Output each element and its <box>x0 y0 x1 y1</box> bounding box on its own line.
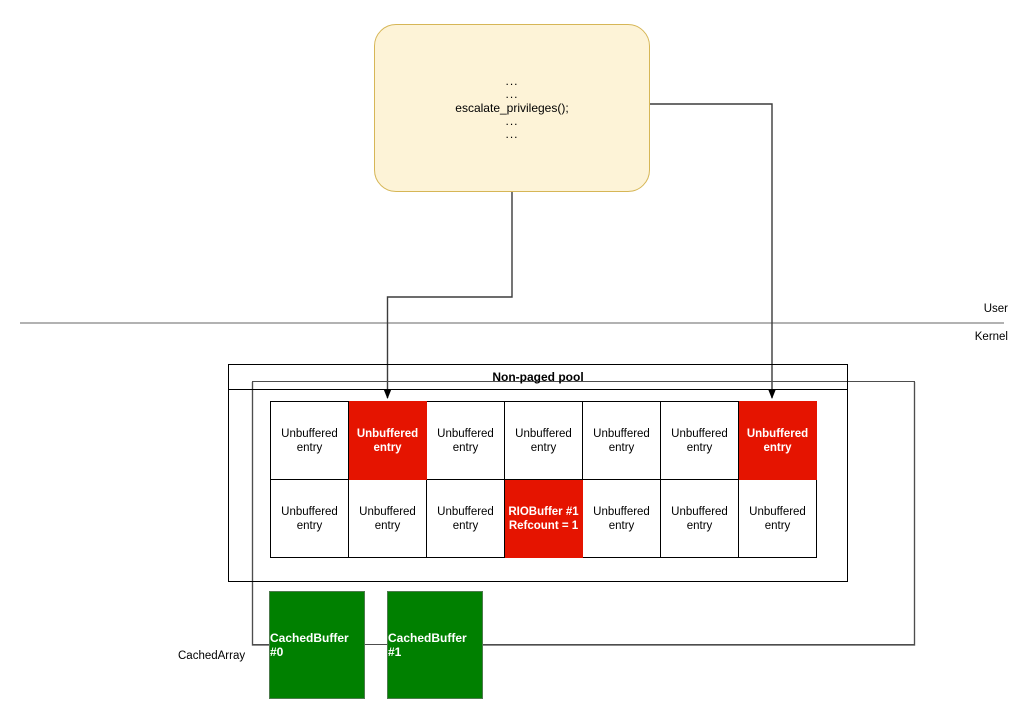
user-code-box: ... ... escalate_privileges(); ... ... <box>374 24 650 192</box>
kernel-mode-label: Kernel <box>974 331 1008 343</box>
cached-array-frame <box>252 381 915 645</box>
code-line-2: ... <box>505 87 519 101</box>
code-line-5: ... <box>505 127 519 141</box>
code-line-escalate-privileges: escalate_privileges(); <box>455 101 569 115</box>
cached-array-label: CachedArray <box>178 650 246 662</box>
non-paged-pool-title: Non-paged pool <box>228 364 848 390</box>
code-line-4: ... <box>505 114 519 128</box>
connector-escalate-to-entry-right <box>650 103 776 399</box>
code-line-1: ... <box>505 74 519 88</box>
non-paged-pool-frame <box>228 364 848 582</box>
cached-buffer-1: CachedBuffer #1 <box>387 591 483 699</box>
cached-buffer-0: CachedBuffer #0 <box>269 591 365 699</box>
connector-escalate-to-entry <box>383 192 513 399</box>
user-mode-label: User <box>983 303 1008 315</box>
